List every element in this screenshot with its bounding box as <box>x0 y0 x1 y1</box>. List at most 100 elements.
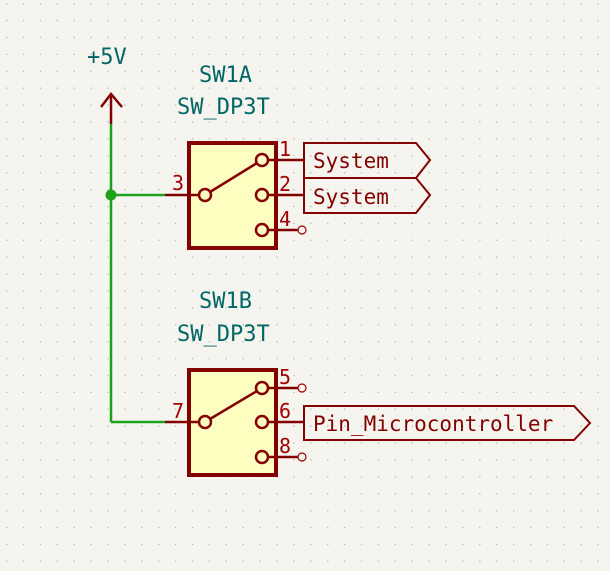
grid-dot <box>546 70 549 72</box>
grid-dot <box>529 53 532 55</box>
grid-dot <box>175 205 177 208</box>
power-symbol-5v[interactable]: +5V <box>87 45 127 124</box>
grid-dot <box>208 256 211 258</box>
grid-dot <box>56 391 58 393</box>
grid-dot <box>428 307 430 309</box>
grid-dot <box>327 36 329 39</box>
grid-dot <box>259 53 261 55</box>
grid-dot <box>124 19 126 22</box>
grid-dot <box>479 53 481 55</box>
grid-dot <box>107 19 109 22</box>
label-system-1[interactable]: System <box>303 142 432 179</box>
grid-dot <box>22 357 25 360</box>
grid-dot <box>124 374 126 377</box>
label-pin-microcontroller[interactable]: Pin_Microcontroller <box>303 405 592 441</box>
grid-dot <box>411 121 413 123</box>
grid-dot <box>360 222 363 224</box>
grid-dot <box>293 324 295 326</box>
grid-dot <box>90 307 92 309</box>
grid-dot <box>360 155 363 157</box>
grid-dot <box>529 172 532 174</box>
grid-dot <box>310 188 312 191</box>
grid-dot <box>394 459 396 461</box>
label-outline <box>303 177 432 214</box>
grid-dot <box>529 3 532 5</box>
grid-dot <box>513 425 515 427</box>
grid-dot <box>597 205 599 208</box>
label-system-2[interactable]: System <box>303 177 432 214</box>
grid-dot <box>124 188 126 191</box>
grid-dot <box>73 307 75 309</box>
grid-dot <box>496 425 498 427</box>
grid-dot <box>597 121 599 123</box>
grid-dot <box>22 155 25 157</box>
grid-dot <box>22 121 25 123</box>
grid-dot <box>259 526 261 529</box>
sw1a-body <box>187 141 278 250</box>
grid-dot <box>276 138 278 140</box>
grid-dot <box>56 526 58 529</box>
grid-dot <box>546 273 549 275</box>
grid-dot <box>310 19 312 22</box>
grid-dot <box>56 239 58 241</box>
grid-dot <box>394 493 396 495</box>
grid-dot <box>293 526 295 529</box>
component-sw1b[interactable]: SW1B SW_DP3T 7 5 6 8 <box>165 289 307 477</box>
grid-dot <box>360 442 363 444</box>
grid-dot <box>107 188 109 191</box>
grid-dot <box>208 121 211 123</box>
grid-dot <box>276 493 278 495</box>
grid-dot <box>56 188 58 191</box>
grid-dot <box>141 374 143 377</box>
grid-dot <box>428 459 430 461</box>
grid-dot <box>124 70 126 72</box>
grid-dot <box>158 70 160 72</box>
grid-dot <box>411 476 413 478</box>
wires <box>105 124 165 424</box>
grid-dot <box>208 3 211 5</box>
grid-dot <box>563 239 565 241</box>
grid-dot <box>293 155 295 157</box>
grid-dot <box>242 357 244 360</box>
grid-dot <box>411 3 413 5</box>
grid-dot <box>310 205 312 208</box>
grid-dot <box>276 87 278 89</box>
grid-dot <box>175 222 177 224</box>
grid-dot <box>394 205 396 208</box>
grid-dot <box>529 408 532 410</box>
grid-dot <box>107 155 109 157</box>
grid-dot <box>56 357 58 360</box>
grid-dot <box>496 70 498 72</box>
grid-dot <box>73 256 75 258</box>
sw1a-pin-2-num: 2 <box>279 172 291 196</box>
grid-dot <box>546 205 549 208</box>
junction-dot <box>105 189 117 201</box>
grid-dot <box>141 543 143 546</box>
grid-dot <box>462 459 464 461</box>
grid-dot <box>377 408 380 410</box>
grid-dot <box>360 307 363 309</box>
grid-dot <box>513 560 515 562</box>
grid-dot <box>428 121 430 123</box>
grid-dot <box>580 526 582 529</box>
grid-dot <box>293 172 295 174</box>
grid-dot <box>225 560 227 562</box>
grid-dot <box>73 205 75 208</box>
grid-dot <box>411 425 413 427</box>
grid-dot <box>580 374 582 377</box>
grid-dot <box>175 256 177 258</box>
grid-dot <box>462 239 464 241</box>
component-sw1a[interactable]: SW1A SW_DP3T 3 1 2 4 <box>165 63 307 250</box>
grid-dot <box>6 290 8 292</box>
grid-dot <box>124 53 126 55</box>
grid-dot <box>242 104 244 106</box>
grid-dot <box>546 493 549 495</box>
grid-dot <box>22 104 25 106</box>
grid-dot <box>191 493 194 495</box>
grid-dot <box>22 239 25 241</box>
grid-dot <box>276 104 278 106</box>
grid-dot <box>445 526 447 529</box>
grid-dot <box>479 222 481 224</box>
grid-dot <box>597 273 599 275</box>
